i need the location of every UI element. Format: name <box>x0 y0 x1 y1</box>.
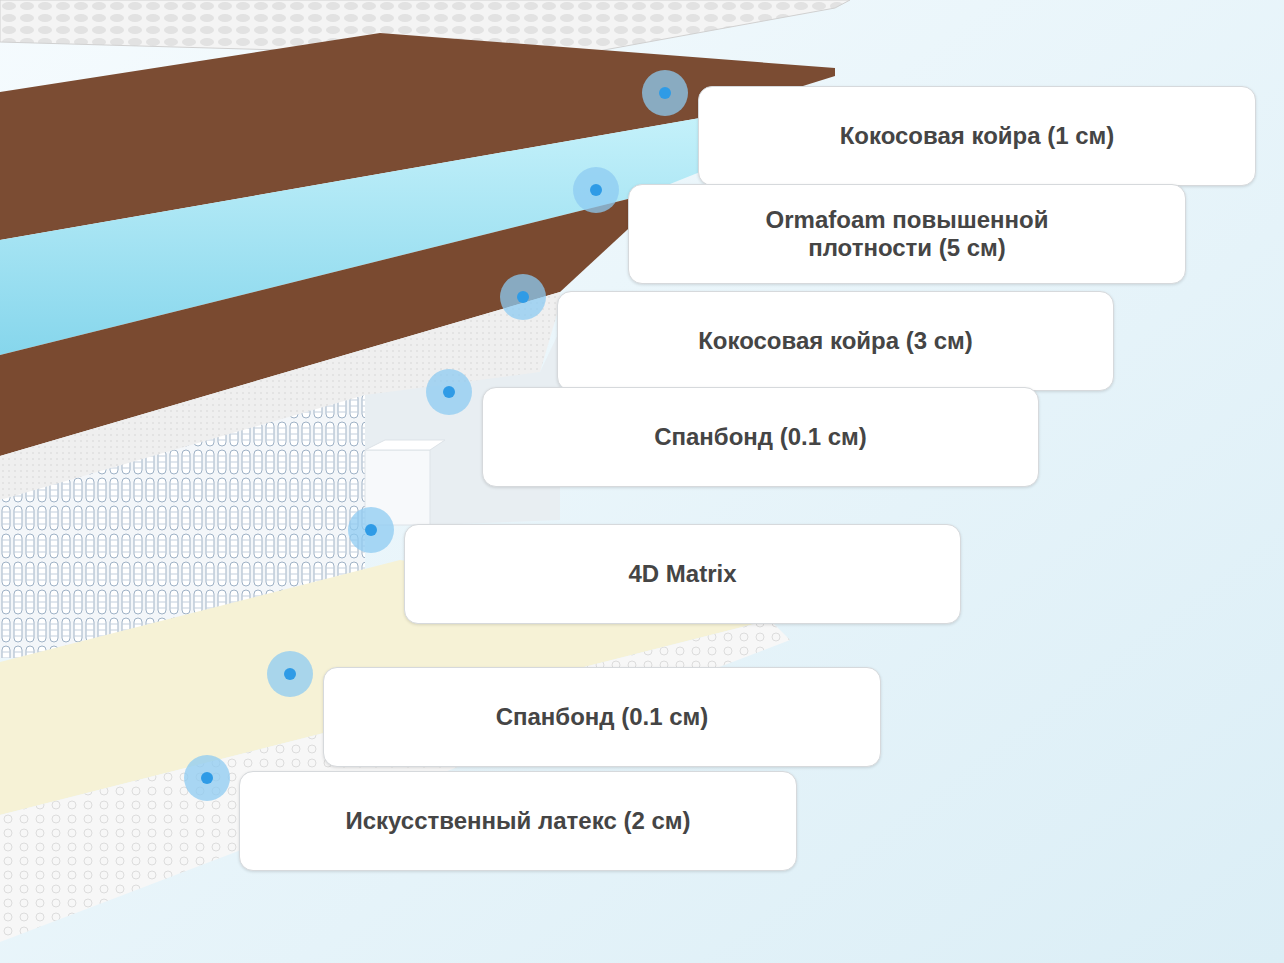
layer-callout-box: Спанбонд (0.1 см) <box>323 667 881 767</box>
layer-callout-box: Искусственный латекс (2 см) <box>239 771 797 871</box>
layer-callout-box: Ormafoam повышенной плотности (5 см) <box>628 184 1186 284</box>
callout-dot-core <box>443 386 455 398</box>
callout-dot <box>184 755 230 801</box>
callout-dot-core <box>517 291 529 303</box>
callout-dot <box>426 369 472 415</box>
layer-name: 4D Matrix <box>628 560 736 588</box>
layer-callout-box: Спанбонд (0.1 см) <box>482 387 1039 487</box>
layer-name: Кокосовая койра (1 см) <box>840 122 1115 150</box>
layer-callout-box: 4D Matrix <box>404 524 961 624</box>
callout-dot <box>642 70 688 116</box>
callout-dot-core <box>284 668 296 680</box>
callout-dot-core <box>365 524 377 536</box>
callout-dot-core <box>201 772 213 784</box>
callout-dot-core <box>659 87 671 99</box>
spring-block-top <box>365 440 445 450</box>
layer-name: Спанбонд (0.1 см) <box>496 703 709 731</box>
callout-dot <box>267 651 313 697</box>
layer-name: Кокосовая койра (3 см) <box>698 327 973 355</box>
layer-name: Искусственный латекс (2 см) <box>345 807 690 835</box>
layer-name: Спанбонд (0.1 см) <box>654 423 867 451</box>
layer-callout-box: Кокосовая койра (3 см) <box>557 291 1114 391</box>
layer-callout-box: Кокосовая койра (1 см) <box>698 86 1256 186</box>
callout-dot-core <box>590 184 602 196</box>
layer-name: Ormafoam повышенной плотности (5 см) <box>717 206 1097 262</box>
callout-dot <box>500 274 546 320</box>
callout-dot <box>573 167 619 213</box>
callout-dot <box>348 507 394 553</box>
